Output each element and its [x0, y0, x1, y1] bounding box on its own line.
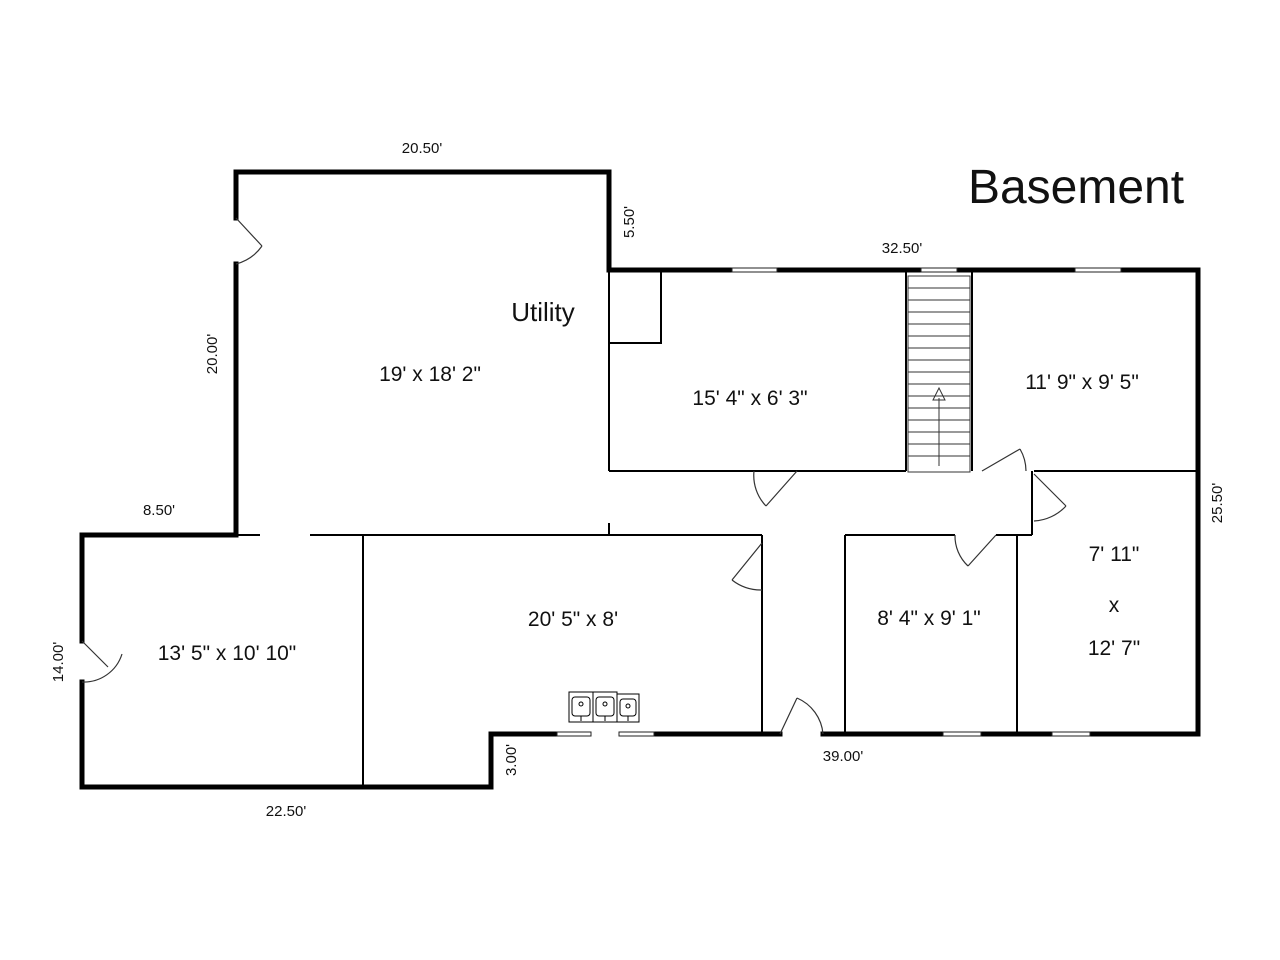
- room-size-center: 20' 5" x 8': [528, 608, 618, 631]
- dimension-labels: 20.50' 5.50' 32.50' 20.00' 8.50' 25.50' …: [50, 140, 1226, 820]
- exterior-walls: [79, 169, 1201, 790]
- plan-title: Basement: [968, 161, 1184, 214]
- room-size-utility: 19' x 18' 2": [379, 363, 481, 386]
- dim-right-side: 25.50': [1209, 483, 1226, 524]
- dim-bottom-step: 3.00': [503, 744, 520, 776]
- dim-bottom-left: 22.50': [266, 803, 307, 820]
- dim-bottom-right: 39.00': [823, 748, 864, 765]
- dim-left-room-side: 14.00': [50, 642, 67, 683]
- room-name-utility: Utility: [511, 297, 575, 327]
- room-size-upper-middle: 15' 4" x 6' 3": [692, 387, 807, 410]
- windows: [556, 267, 1122, 737]
- dim-left-step: 8.50': [143, 502, 175, 519]
- dim-top-utility: 20.50': [402, 140, 443, 157]
- dim-top-right: 32.50': [882, 240, 923, 257]
- room-size-right-line1: 7' 11": [1089, 543, 1140, 566]
- staircase: [907, 275, 971, 473]
- dim-utility-step: 5.50': [621, 206, 638, 238]
- room-size-lower-middle: 8' 4" x 9' 1": [877, 607, 980, 630]
- interior-walls: [236, 270, 1198, 787]
- room-labels: Utility 19' x 18' 2" 15' 4" x 6' 3" 11' …: [158, 297, 1140, 665]
- dim-left-utility: 20.00': [204, 334, 221, 375]
- doors: [81, 217, 1067, 735]
- room-size-right-line2: x: [1109, 594, 1120, 617]
- sink-icon: [568, 691, 640, 723]
- room-size-right-line3: 12' 7": [1088, 637, 1140, 660]
- room-size-left: 13' 5" x 10' 10": [158, 642, 297, 665]
- room-size-upper-right: 11' 9" x 9' 5": [1025, 371, 1139, 394]
